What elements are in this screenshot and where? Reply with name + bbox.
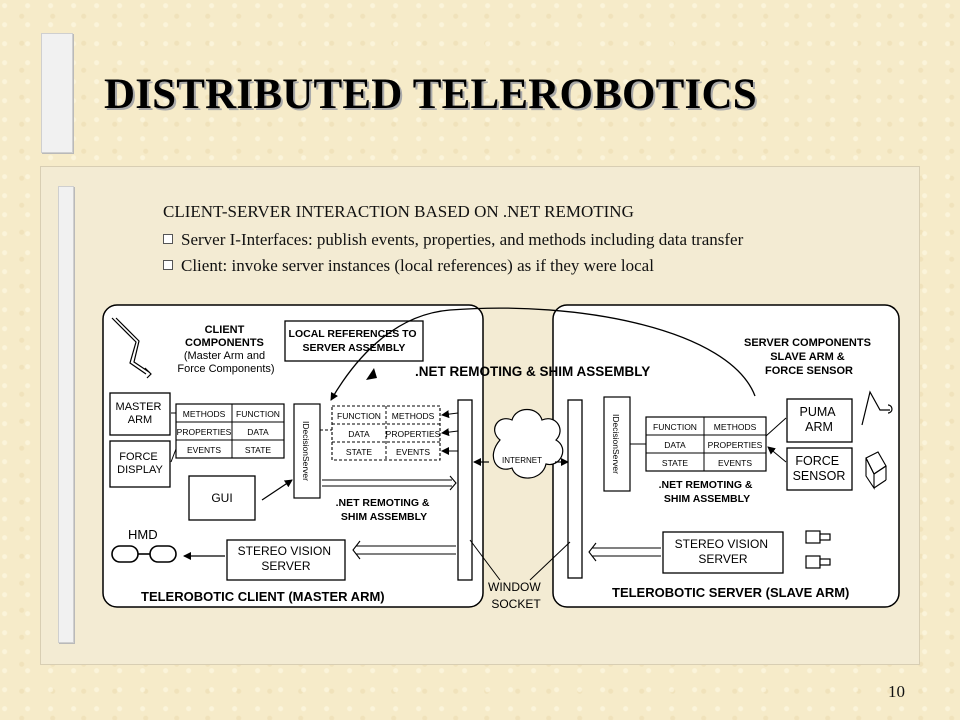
force-sensor-cube-icon <box>865 451 887 490</box>
socket-pointer-left <box>469 539 501 581</box>
gui-box <box>188 475 256 521</box>
page-number: 10 <box>888 682 905 701</box>
puma-arm-label: PUMA ARM <box>800 405 839 434</box>
client-stereo-vision-label: STEREO VISION SERVER <box>238 544 335 573</box>
bullet-text: Client: invoke server instances (local r… <box>181 256 654 275</box>
server-idecision-server-label: IDecisionServer <box>611 414 621 474</box>
svg-text:METHODS: METHODS <box>714 422 757 432</box>
svg-text:METHODS: METHODS <box>392 411 435 421</box>
puma-arm-box <box>786 398 853 443</box>
master-arm-sketch-icon <box>111 317 152 379</box>
bullet-text: Server I-Interfaces: publish events, pro… <box>181 230 744 249</box>
puma-robot-sketch-icon <box>861 390 893 426</box>
client-interface-table: METHODS FUNCTION PROPERTIES DATA EVENTS … <box>175 403 285 459</box>
svg-text:DATA: DATA <box>247 427 269 437</box>
svg-text:METHODS: METHODS <box>183 409 226 419</box>
server-stereo-arrow <box>588 542 661 562</box>
section-heading: CLIENT-SERVER INTERACTION BASED ON .NET … <box>163 202 634 221</box>
gui-label: GUI <box>211 491 232 505</box>
force-display-label: FORCE DISPLAY <box>117 451 163 476</box>
slide-title: DISTRIBUTED TELEROBOTICS <box>104 71 757 118</box>
bullet-box-icon <box>163 260 173 270</box>
client-stereo-arrow <box>352 540 456 560</box>
client-socket-pillar <box>457 399 473 581</box>
svg-text:STATE: STATE <box>346 447 372 457</box>
server-idecision-server-box <box>603 396 631 492</box>
svg-text:PROPERTIES: PROPERTIES <box>177 427 232 437</box>
bullet-server-interfaces: Server I-Interfaces: publish events, pro… <box>163 230 743 250</box>
server-components-label: SERVER COMPONENTS SLAVE ARM & FORCE SENS… <box>744 337 874 377</box>
remote-reference-curve <box>330 307 756 401</box>
socket-pointer-right <box>529 541 571 581</box>
svg-text:STATE: STATE <box>662 458 688 468</box>
server-caption: TELEROBOTIC SERVER (SLAVE ARM) <box>612 585 849 600</box>
hmd-label: HMD <box>128 527 158 542</box>
svg-text:DATA: DATA <box>348 429 370 439</box>
master-arm-label: MASTER ARM <box>116 401 165 426</box>
master-arm-box <box>109 392 171 436</box>
remoting-arrow-icon <box>366 368 377 380</box>
internet-cloud-icon <box>492 408 564 479</box>
local-references-box <box>284 320 424 362</box>
bullet-box-icon <box>163 234 173 244</box>
reference-arrow-1 <box>441 410 459 419</box>
svg-text:FUNCTION: FUNCTION <box>337 411 381 421</box>
svg-text:PROPERTIES: PROPERTIES <box>386 429 441 439</box>
force-sensor-box <box>786 447 853 491</box>
gui-to-idecision-arrow <box>261 479 293 501</box>
svg-text:PROPERTIES: PROPERTIES <box>708 440 763 450</box>
server-stereo-vision-label: STEREO VISION SERVER <box>675 537 772 566</box>
hmd-goggles-icon <box>111 545 177 563</box>
svg-text:EVENTS: EVENTS <box>396 447 430 457</box>
client-stereo-vision-box <box>226 539 346 581</box>
svg-text:DATA: DATA <box>664 440 686 450</box>
client-reference-table: FUNCTION METHODS DATA PROPERTIES STATE E… <box>331 405 441 461</box>
server-stereo-vision-box <box>662 531 784 574</box>
title-accent-bar <box>41 33 73 153</box>
svg-text:EVENTS: EVENTS <box>187 445 221 455</box>
svg-text:STATE: STATE <box>245 445 271 455</box>
server-interface-table: FUNCTION METHODS DATA PROPERTIES STATE E… <box>645 416 767 472</box>
svg-text:FUNCTION: FUNCTION <box>236 409 280 419</box>
server-table-to-sensor-line <box>767 446 787 463</box>
client-shim-arrow <box>322 475 457 491</box>
client-idecision-server-box <box>293 403 321 499</box>
reference-arrow-2 <box>441 428 459 437</box>
svg-text:EVENTS: EVENTS <box>718 458 752 468</box>
bullet-client-invoke: Client: invoke server instances (local r… <box>163 256 654 276</box>
server-table-to-puma-line <box>765 417 787 437</box>
stereo-camera-icon <box>805 530 831 569</box>
server-shim-label: .NET REMOTING & SHIM ASSEMBLY <box>659 479 756 505</box>
window-socket-label: WINDOW SOCKET <box>488 580 544 611</box>
client-idecision-server-label: IDecisionServer <box>301 421 311 481</box>
client-panel <box>102 304 484 608</box>
client-components-label: CLIENT COMPONENTS (Master Arm and Force … <box>177 324 274 375</box>
force-display-box <box>109 440 171 488</box>
force-sensor-label: FORCE SENSOR <box>793 454 846 483</box>
table-to-force-display-line <box>170 448 177 463</box>
svg-text:FUNCTION: FUNCTION <box>653 422 697 432</box>
server-socket-pillar <box>567 399 583 579</box>
client-caption: TELEROBOTIC CLIENT (MASTER ARM) <box>141 589 385 604</box>
content-accent-bar <box>58 186 74 643</box>
internet-label: INTERNET <box>502 456 542 465</box>
net-remoting-title: .NET REMOTING & SHIM ASSEMBLY <box>415 364 650 379</box>
client-shim-label: .NET REMOTING & SHIM ASSEMBLY <box>336 497 433 523</box>
